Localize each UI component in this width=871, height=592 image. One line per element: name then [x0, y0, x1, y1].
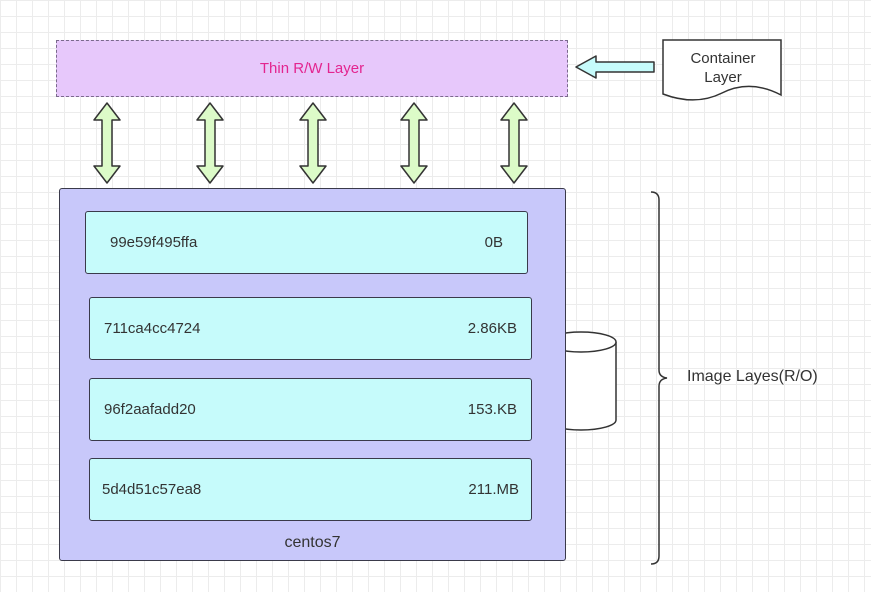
layer-row: 96f2aafadd20 153.KB: [89, 378, 532, 441]
container-layer-label-line-2: Layer: [704, 69, 742, 86]
layer-id: 711ca4cc4724: [104, 320, 201, 337]
image-name: centos7: [284, 534, 341, 551]
double-arrow-icon: [400, 102, 428, 184]
layer-id: 99e59f495ffa: [110, 234, 198, 251]
layer-row: 99e59f495ffa 0B: [85, 211, 528, 274]
container-layer-label-line-1: Container: [690, 50, 756, 67]
layer-row: 5d4d51c57ea8 211.MB: [89, 458, 532, 521]
layer-size: 0B: [484, 234, 503, 251]
double-arrow-group: [93, 102, 528, 184]
double-arrow-icon: [196, 102, 224, 184]
layer-id: 5d4d51c57ea8: [102, 481, 202, 498]
left-arrow-icon: [575, 55, 655, 79]
double-arrow-icon: [93, 102, 121, 184]
thin-rw-layer-label: Thin R/W Layer: [259, 60, 365, 77]
image-layers-label: Image Layes(R/O): [687, 368, 818, 385]
layer-size: 2.86KB: [467, 320, 517, 337]
layer-size: 153.KB: [467, 401, 517, 418]
container-layer-label: Container Layer: [664, 49, 782, 87]
layer-size: 211.MB: [468, 481, 519, 498]
document-shape-icon: [662, 39, 782, 101]
layer-row: 711ca4cc4724 2.86KB: [89, 297, 532, 360]
image-layers-box: 99e59f495ffa 0B 711ca4cc4724 2.86KB 96f2…: [59, 188, 566, 561]
thin-rw-layer: Thin R/W Layer: [56, 40, 568, 97]
double-arrow-icon: [500, 102, 528, 184]
brace-icon: [650, 191, 668, 565]
layer-id: 96f2aafadd20: [104, 401, 196, 418]
double-arrow-icon: [299, 102, 327, 184]
